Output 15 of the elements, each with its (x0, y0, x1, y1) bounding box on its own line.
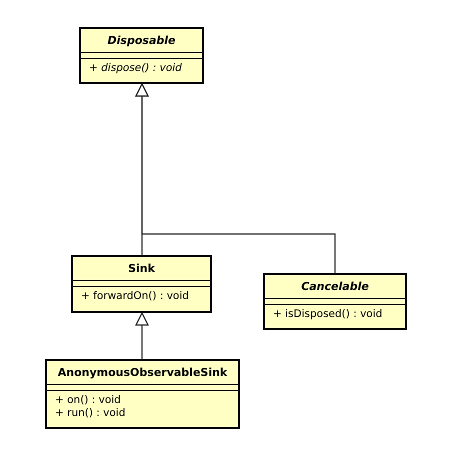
class-name: Disposable (81, 29, 202, 53)
inheritance-arrow (135, 312, 149, 359)
class-box (71, 255, 212, 313)
class-box (79, 27, 204, 84)
class-name: Cancelable (265, 275, 405, 299)
inheritance-arrow (135, 83, 336, 273)
class-box (263, 273, 407, 330)
class-box (45, 359, 240, 429)
method-signature: + on() : void (55, 394, 121, 407)
method-signature: + isDisposed() : void (273, 308, 382, 321)
method-signature: + dispose() : void (89, 62, 182, 75)
method-signature: + forwardOn() : void (81, 290, 189, 303)
method-signature: + run() : void (55, 407, 126, 420)
class-name: AnonymousObservableSink (47, 361, 238, 385)
class-name: Sink (73, 257, 210, 281)
